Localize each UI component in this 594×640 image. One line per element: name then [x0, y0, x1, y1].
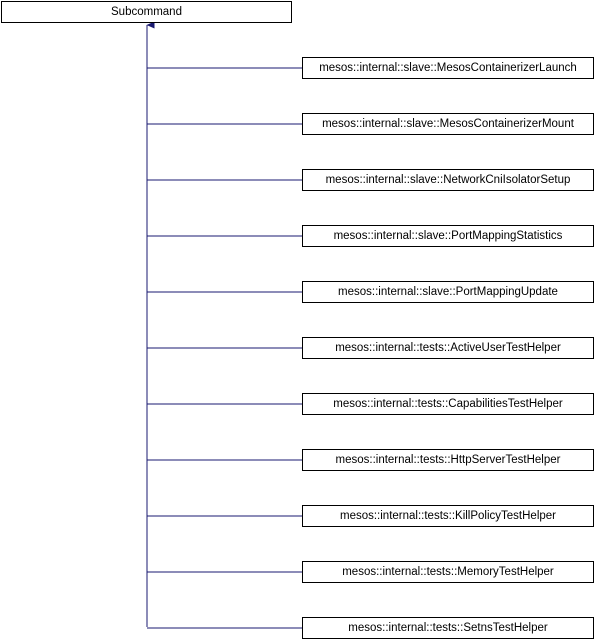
derived-class-node-port-mapping-statistics[interactable]: mesos::internal::slave::PortMappingStati… — [302, 225, 594, 247]
derived-class-node-http-server-test-helper[interactable]: mesos::internal::tests::HttpServerTestHe… — [302, 449, 594, 471]
derived-class-node-port-mapping-update[interactable]: mesos::internal::slave::PortMappingUpdat… — [302, 281, 594, 303]
derived-class-node-setns-test-helper[interactable]: mesos::internal::tests::SetnsTestHelper — [302, 617, 594, 639]
inheritance-branches — [147, 67, 302, 629]
derived-class-node-memory-test-helper[interactable]: mesos::internal::tests::MemoryTestHelper — [302, 561, 594, 583]
derived-class-node-network-cni-isolator-setup[interactable]: mesos::internal::slave::NetworkCniIsolat… — [302, 169, 594, 191]
base-class-node[interactable]: Subcommand — [1, 1, 292, 23]
derived-class-node-mesos-containerizer-launch[interactable]: mesos::internal::slave::MesosContaineriz… — [302, 57, 594, 79]
derived-class-node-capabilities-test-helper[interactable]: mesos::internal::tests::CapabilitiesTest… — [302, 393, 594, 415]
derived-class-node-mesos-containerizer-mount[interactable]: mesos::internal::slave::MesosContaineriz… — [302, 113, 594, 135]
derived-class-node-active-user-test-helper[interactable]: mesos::internal::tests::ActiveUserTestHe… — [302, 337, 594, 359]
derived-class-node-kill-policy-test-helper[interactable]: mesos::internal::tests::KillPolicyTestHe… — [302, 505, 594, 527]
